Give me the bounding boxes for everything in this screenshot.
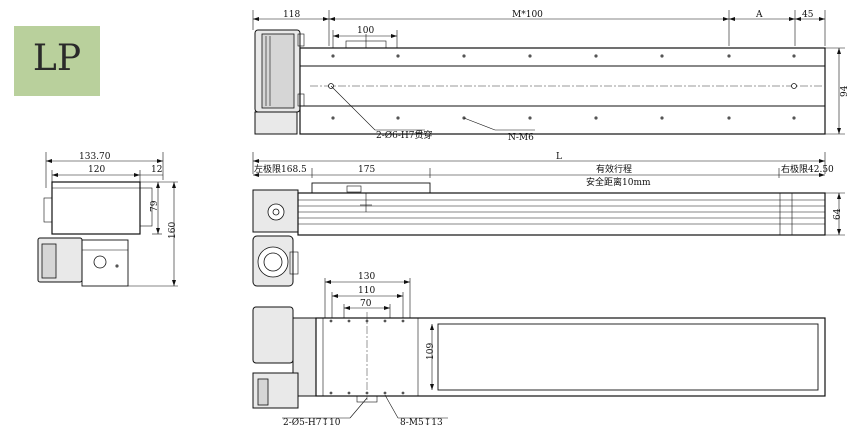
dim-m100: M*100 [512,10,543,20]
dim-118: 118 [283,10,300,20]
top-view: 118 M*100 A 45 100 [252,10,850,143]
note-m5: 8-M5↧13 [400,418,443,428]
dim-133: 133.70 [79,152,111,162]
left-limit: 左极限168.5 [254,163,307,175]
dim-70: 70 [360,299,372,309]
dim-64: 64 [833,208,843,220]
note-thread: N-M6 [508,133,534,143]
dim-l: L [556,152,562,162]
dim-160: 160 [168,222,178,239]
effective-stroke: 有效行程 [596,163,632,175]
dim-120: 120 [88,165,105,175]
dim-130: 130 [358,272,375,282]
dim-110: 110 [358,286,375,296]
dim-94: 94 [840,85,850,97]
logo-text: LP [32,38,82,79]
side-view: L 左极限168.5 175 有效行程 安全距离10mm 右极限42.50 [252,152,845,287]
dim-175: 175 [358,165,375,175]
safe-distance: 安全距离10mm [586,176,651,188]
lp-logo: LP [14,26,100,96]
bottom-view: 130 110 70 [252,272,826,428]
dim-a: A [755,10,763,20]
dim-45: 45 [802,10,814,20]
right-limit: 右极限42.50 [781,163,834,175]
note-pin: 2-Ø5-H7↧10 [283,417,341,428]
dim-109: 109 [426,343,436,360]
dim-79: 79 [150,200,160,212]
dim-100: 100 [357,26,374,36]
note-holes: 2-Ø6-H7贯穿 [376,129,433,141]
mounting-holes [328,54,797,120]
dim-12: 12 [151,165,162,175]
end-view: 133.70 120 12 79 160 [37,152,178,287]
